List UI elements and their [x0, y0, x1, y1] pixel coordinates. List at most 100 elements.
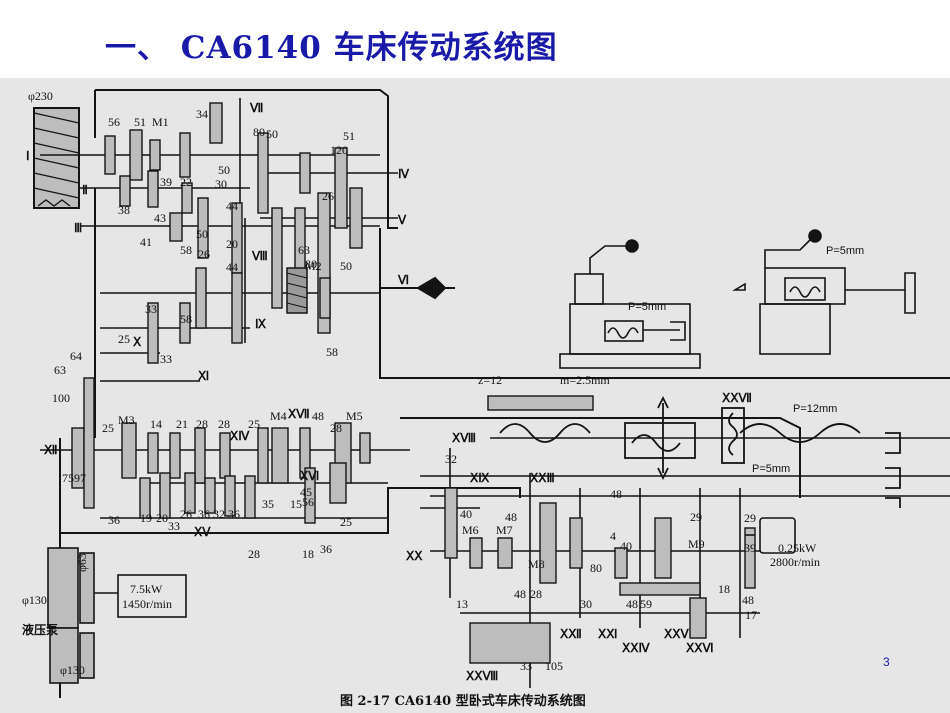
- gear-number-23: 50: [340, 259, 352, 273]
- shaft-label-27: ⅩⅩⅦ: [721, 391, 752, 405]
- main-motor: [47, 547, 187, 684]
- label-pump-pulley-a: φ63: [75, 553, 89, 572]
- gear-number-64: 80: [590, 561, 602, 575]
- gear-number-10: 30: [215, 177, 227, 191]
- gear-number-21: 63: [298, 243, 310, 257]
- gear-number-68: 48: [626, 597, 638, 611]
- gear-number-59: 48: [610, 487, 622, 501]
- headstock-gears: [104, 102, 363, 364]
- tailstock: [732, 229, 916, 355]
- gear-number-65: 48: [514, 587, 526, 601]
- gear-number-57: 32: [445, 452, 457, 466]
- gear-number-16: 50: [196, 227, 208, 241]
- gear-number-71: 48: [742, 593, 754, 607]
- gear-number-26: 58: [180, 312, 192, 326]
- gear-number-7: 39: [160, 175, 172, 189]
- gear-number-1: 51: [134, 115, 146, 129]
- clutch-label-m9: M9: [688, 537, 705, 551]
- label-pump-pulley-c: φ130: [60, 663, 85, 677]
- gear-number-13: 44: [226, 199, 238, 213]
- label-lead-12: P=12mm: [793, 403, 837, 415]
- gear-number-12: 43: [154, 211, 166, 225]
- gear-number-69: 59: [640, 597, 652, 611]
- shaft-label-3: Ⅲ: [74, 221, 82, 235]
- gear-number-22: 80: [305, 257, 317, 271]
- shaft-label-15: ⅩⅤ: [193, 525, 211, 539]
- gear-number-17: 58: [180, 243, 192, 257]
- shaft-label-25: ⅩⅩⅤ: [663, 627, 689, 641]
- gear-number-56: 36: [320, 542, 332, 556]
- gear-number-41: 36: [108, 513, 120, 527]
- gear-number-19: 20: [226, 237, 238, 251]
- gear-number-49: 35: [262, 497, 274, 511]
- gear-number-27: 25: [118, 332, 130, 346]
- gear-number-77: 105: [545, 659, 563, 673]
- shaft-label-10: Ⅹ: [132, 335, 142, 349]
- shaft-label-8: Ⅷ: [251, 249, 268, 263]
- gear-number-37: 25: [248, 417, 260, 431]
- gear-number-40: 7597: [62, 471, 86, 485]
- shaft-label-24: ⅩⅩⅣ: [621, 641, 650, 655]
- gear-number-33: 14: [150, 417, 162, 431]
- transmission-diagram: P=5mm P=5mm φ230: [0, 78, 950, 713]
- gear-number-2: 34: [196, 107, 208, 121]
- gear-number-15: 41: [140, 235, 152, 249]
- gear-number-28: 33: [160, 352, 172, 366]
- gear-number-50: 15: [290, 497, 302, 511]
- gear-number-52: 56: [302, 495, 314, 509]
- page-number: 3: [883, 655, 890, 669]
- gear-number-61: 29: [690, 510, 702, 524]
- clutch-label-m5: M5: [346, 409, 363, 423]
- gear-number-60: 48: [505, 510, 517, 524]
- gear-number-70: 18: [718, 582, 730, 596]
- gear-number-63: 40: [620, 539, 632, 553]
- apron-gears: [444, 395, 756, 664]
- gear-number-35: 28: [196, 417, 208, 431]
- slide-title: 一、 CA6140 车床传动系统图: [105, 30, 558, 66]
- gear-number-43: 20: [156, 511, 168, 525]
- shaft-label-17: ⅩⅦ: [287, 407, 310, 421]
- gear-number-55: 18: [302, 547, 314, 561]
- gear-number-9: 50: [218, 163, 230, 177]
- shaft-label-18: ⅩⅧ: [451, 431, 476, 445]
- gear-number-6: 120: [330, 143, 348, 157]
- label-pump: 液压泵: [22, 622, 58, 637]
- gear-number-42: 19: [140, 511, 152, 525]
- gear-number-73: 13: [456, 597, 468, 611]
- gear-number-75: 39: [744, 541, 756, 555]
- label-lead-5c: P=5mm: [826, 245, 864, 257]
- clutch-label-m8: M8: [528, 557, 545, 571]
- clutch-label-m6: M6: [462, 523, 479, 537]
- gear-number-54: 28: [248, 547, 260, 561]
- gear-number-3: 80: [253, 125, 265, 139]
- gear-number-25: 33: [145, 302, 157, 316]
- gear-number-74: 29: [744, 511, 756, 525]
- label-main-motor-speed: 1450r/min: [122, 597, 172, 611]
- gear-number-5: 51: [343, 129, 355, 143]
- transmission-diagram-svg: P=5mm P=5mm φ230: [0, 78, 950, 713]
- gear-number-14: 26: [322, 189, 334, 203]
- gear-number-66: 28: [530, 587, 542, 601]
- shaft-label-21: ⅩⅪ: [597, 627, 617, 641]
- gear-number-32: 25: [102, 421, 114, 435]
- gear-number-34: 21: [176, 417, 188, 431]
- label-rack-m: m=2.5mm: [560, 373, 610, 387]
- gear-number-20: 44: [226, 260, 238, 274]
- label-rapid-motor-speed: 2800r/min: [770, 555, 820, 569]
- label-lead-5a: P=5mm: [628, 301, 666, 313]
- shaft-label-19: ⅩⅨ: [469, 471, 490, 485]
- clutch-m2: [286, 267, 308, 314]
- gear-number-4: 50: [266, 127, 278, 141]
- gear-number-72: 17: [745, 608, 757, 622]
- clutch-labels: M1 M2 M3 M4 M5 M6 M7 M8 M9: [118, 115, 705, 571]
- gear-number-47: 32: [213, 507, 225, 521]
- gear-number-38: 48: [312, 409, 324, 423]
- gear-number-24: 58: [326, 345, 338, 359]
- spindle-center: [380, 276, 455, 300]
- lead-screw: [499, 395, 901, 508]
- gear-number-30: 63: [54, 363, 66, 377]
- clutch-label-m1: M1: [152, 115, 169, 129]
- clutch-label-m4: M4: [270, 409, 287, 423]
- shaft-label-11: Ⅺ: [197, 369, 209, 383]
- shaft-label-12: Ⅻ: [43, 443, 58, 457]
